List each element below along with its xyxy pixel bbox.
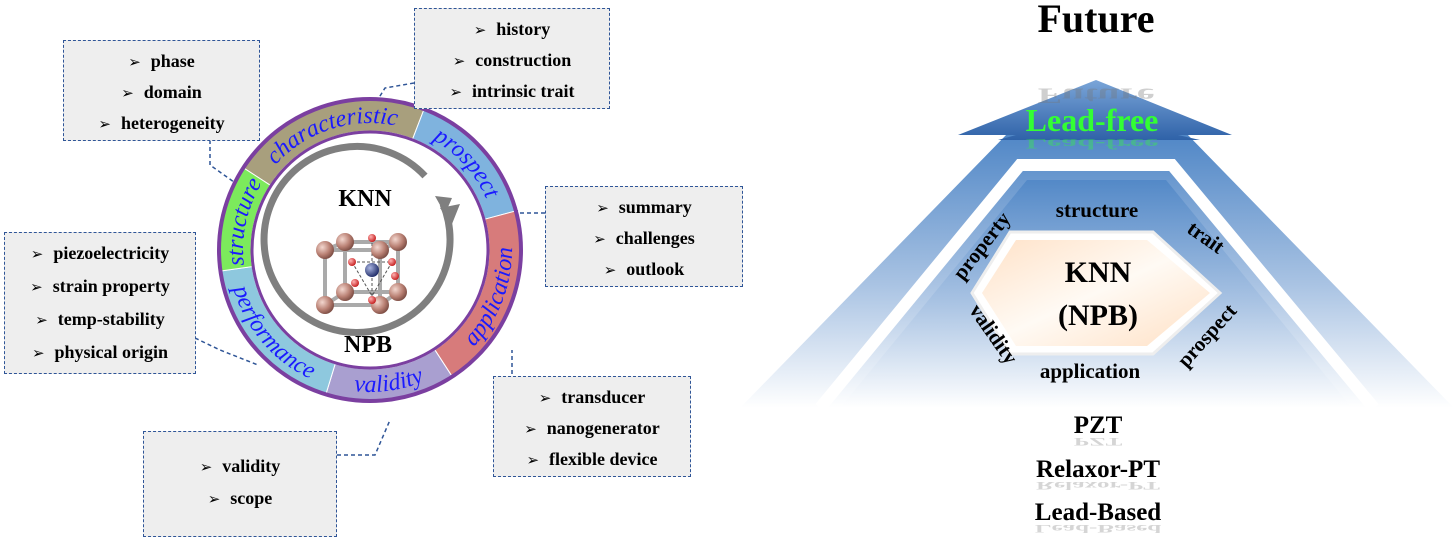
future-label: Future xyxy=(1037,0,1154,41)
arrow-bullet-icon: ➢ xyxy=(452,52,466,70)
hexagon-label-knn: KNN xyxy=(1065,256,1132,289)
lead-free-label-reflection: Lead-free xyxy=(1026,136,1159,152)
hexagon-knn xyxy=(982,240,1210,346)
arrow-bullet-icon: ➢ xyxy=(199,458,213,476)
list-item: ➢challenges xyxy=(593,228,695,248)
box-structure: ➢phase ➢domain ➢heterogeneity xyxy=(63,40,260,141)
arrow-bullet-icon: ➢ xyxy=(596,199,609,217)
arrow-bullet-icon: ➢ xyxy=(31,344,45,362)
arrow-bullet-icon: ➢ xyxy=(449,83,463,101)
box-performance: ➢piezoelectricity ➢strain property ➢temp… xyxy=(4,232,196,374)
connector-validity xyxy=(337,419,391,456)
future-label-reflection: Future xyxy=(1038,84,1155,109)
arrow-bullet-icon: ➢ xyxy=(30,245,44,263)
list-item: ➢summary xyxy=(596,197,692,217)
arrow-bullet-icon: ➢ xyxy=(128,53,141,71)
circular-arrow-head-icon xyxy=(435,196,452,214)
connector-characteristic xyxy=(364,82,415,121)
list-item: ➢intrinsic trait xyxy=(449,81,575,101)
upward-arrow-icon xyxy=(958,80,1232,140)
list-item: ➢physical origin xyxy=(31,342,169,362)
arrow-bullet-icon: ➢ xyxy=(603,261,617,279)
label-relaxor-pt-reflection: Relaxor-PT xyxy=(1036,479,1160,491)
list-item: ➢outlook xyxy=(603,259,685,279)
list-item: ➢piezoelectricity xyxy=(30,243,170,263)
list-item: ➢heterogeneity xyxy=(98,113,225,133)
knn-ring-diagram: characteristicprospectapplicationvalidit… xyxy=(194,82,545,456)
list-item: ➢construction xyxy=(452,50,572,70)
hex-label-structure: structure xyxy=(1056,198,1138,222)
crystal-structure-icon xyxy=(316,233,407,314)
center-label-knn: KNN xyxy=(338,186,392,212)
arrow-bullet-icon: ➢ xyxy=(35,311,48,329)
list-item: ➢phase xyxy=(128,51,195,71)
list-item: ➢domain xyxy=(121,82,202,102)
pyramid-diagram: Future Future Lead-free Lead-free KNN (N… xyxy=(740,0,1454,534)
list-item: ➢nanogenerator xyxy=(524,418,660,438)
list-item: ➢history xyxy=(473,19,551,39)
hexagon-label-npb: (NPB) xyxy=(1058,299,1138,332)
hex-label-application: application xyxy=(1040,359,1141,383)
connector-performance xyxy=(194,337,259,366)
list-item: ➢validity xyxy=(199,456,281,476)
arrow-bullet-icon: ➢ xyxy=(98,115,111,133)
arrow-bullet-icon: ➢ xyxy=(121,84,134,102)
list-item: ➢transducer xyxy=(538,387,646,407)
circular-arrow-head-icon-2 xyxy=(440,204,460,224)
box-prospect: ➢summary ➢challenges ➢outlook xyxy=(545,186,743,287)
arrow-bullet-icon: ➢ xyxy=(30,278,43,296)
arrow-bullet-icon: ➢ xyxy=(538,389,552,407)
label-lead-based: Lead-Based xyxy=(1035,499,1162,526)
arrow-bullet-icon: ➢ xyxy=(207,490,221,508)
arrow-bullet-icon: ➢ xyxy=(593,230,606,248)
circular-arrow xyxy=(260,143,454,336)
pyramid-white-stripe xyxy=(815,159,1379,412)
ring-outer-border xyxy=(217,97,523,403)
label-relaxor-pt: Relaxor-PT xyxy=(1036,456,1160,483)
box-characteristic: ➢history ➢construction ➢intrinsic trait xyxy=(414,8,610,109)
label-pzt-reflection: PZT xyxy=(1074,435,1123,447)
arrow-bullet-icon: ➢ xyxy=(526,451,540,469)
center-label-npb: NPB xyxy=(344,332,392,358)
label-pzt: PZT xyxy=(1074,412,1123,439)
box-application: ➢transducer ➢nanogenerator ➢flexible dev… xyxy=(493,376,691,477)
list-item: ➢strain property xyxy=(30,276,170,296)
label-lead-based-reflection: Lead-Based xyxy=(1035,522,1162,534)
list-item: ➢scope xyxy=(207,488,273,508)
list-item: ➢temp-stability xyxy=(35,309,165,329)
arrow-bullet-icon: ➢ xyxy=(473,21,487,39)
arrow-bullet-icon: ➢ xyxy=(524,420,537,438)
list-item: ➢flexible device xyxy=(526,449,658,469)
lead-free-label: Lead-free xyxy=(1026,102,1159,138)
box-validity: ➢validity ➢scope xyxy=(143,431,337,537)
